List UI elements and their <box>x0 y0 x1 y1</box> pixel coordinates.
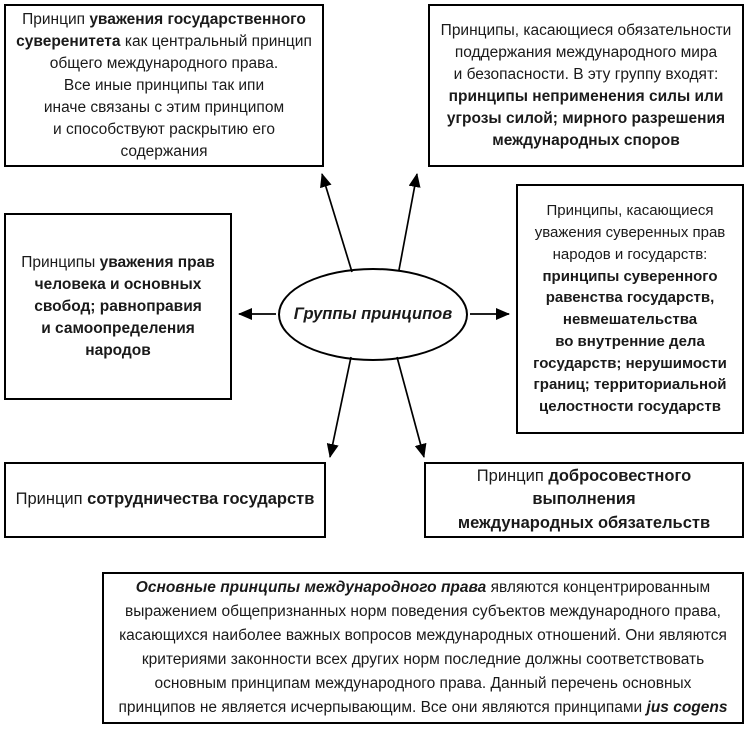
box-sovereignty-principle-text: Принцип уважения государственного сувере… <box>16 10 312 160</box>
box-cooperation-principle: Принцип сотрудничества государств <box>4 462 326 538</box>
arrow-to-bottom-right <box>396 356 427 458</box>
center-ellipse: Группы принципов <box>278 268 468 361</box>
box-cooperation-principle-text: Принцип сотрудничества государств <box>15 490 315 509</box>
arrow-to-bottom-left <box>326 356 352 458</box>
arrow-to-top-right <box>398 173 421 271</box>
box-good-faith-principle-text: Принцип добросовестного выполнения между… <box>457 467 711 532</box>
box-good-faith-principle: Принцип добросовестного выполнения между… <box>424 462 744 538</box>
box-human-rights-principles: Принципы уважения прав человека и основн… <box>4 213 232 400</box>
box-summary-definition: Основные принципы международного права я… <box>102 572 744 724</box>
box-human-rights-principles-text: Принципы уважения прав человека и основн… <box>21 253 215 359</box>
box-sovereignty-principle: Принцип уважения государственного сувере… <box>4 4 324 167</box>
box-peace-security-principles-text: Принципы, касающиеся обязательности подд… <box>440 21 732 149</box>
box-peace-security-principles: Принципы, касающиеся обязательности подд… <box>428 4 744 167</box>
box-sovereign-rights-principles: Принципы, касающиеся уважения суверенных… <box>516 184 744 434</box>
box-summary-definition-text: Основные принципы международного права я… <box>118 578 728 717</box>
box-sovereign-rights-principles-text: Принципы, касающиеся уважения суверенных… <box>533 202 727 415</box>
center-ellipse-label: Группы принципов <box>293 305 453 323</box>
arrow-to-top-left <box>320 173 353 273</box>
